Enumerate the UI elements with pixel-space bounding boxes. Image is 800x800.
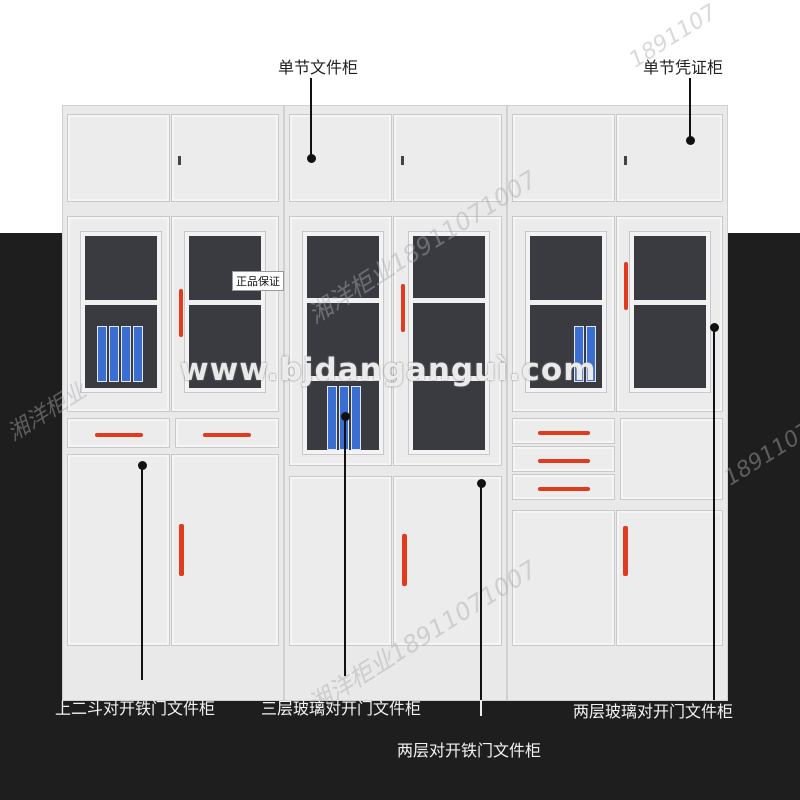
label-two-layer-iron-door: 两层对开铁门文件柜	[397, 741, 542, 760]
label-three-layer-glass-door: 三层玻璃对开门文件柜	[261, 699, 422, 718]
label-single-file-cabinet: 单节文件柜	[278, 58, 359, 77]
glass-pane	[409, 232, 489, 454]
glass-pane	[81, 232, 161, 392]
top-door-left	[289, 114, 392, 202]
door-handle	[401, 284, 405, 332]
callout-line	[689, 78, 691, 140]
label-two-layer-glass-door: 两层玻璃对开门文件柜	[573, 702, 734, 721]
drawer[interactable]	[512, 474, 615, 500]
door-handle	[179, 524, 184, 576]
top-door-left	[512, 114, 615, 202]
top-door-right	[171, 114, 279, 202]
door-handle	[624, 262, 628, 310]
lock-icon	[178, 156, 181, 165]
top-door-right	[393, 114, 502, 202]
drawer-handle	[538, 487, 590, 491]
iron-door-right	[393, 476, 502, 646]
website-watermark: www.bjdanganguì.com	[180, 352, 597, 388]
drawer[interactable]	[512, 418, 615, 444]
drawer-handle	[95, 433, 143, 437]
cabinet-set	[62, 105, 728, 701]
glass-pane	[630, 232, 710, 392]
callout-line	[141, 465, 143, 680]
lock-icon	[401, 156, 404, 165]
top-door-right	[616, 114, 723, 202]
glass-pane	[303, 232, 383, 454]
drawer[interactable]	[175, 418, 279, 448]
door-handle	[179, 289, 183, 337]
iron-door-right	[616, 510, 723, 646]
label-single-voucher-cabinet: 单节凭证柜	[643, 58, 724, 77]
iron-door-right	[171, 454, 279, 646]
callout-dot	[686, 136, 695, 145]
callout-line	[480, 483, 482, 700]
cabinet-unit-right	[507, 105, 728, 701]
iron-door-left	[512, 510, 615, 646]
door-handle	[402, 534, 407, 586]
drawer-handle	[203, 433, 251, 437]
voucher-door	[620, 418, 723, 500]
authentic-badge: 正品保证	[232, 271, 284, 291]
glass-pane	[526, 232, 606, 392]
top-door-left	[67, 114, 170, 202]
callout-line	[713, 327, 715, 700]
callout-line	[344, 416, 346, 676]
drawer-handle	[538, 459, 590, 463]
lock-icon	[624, 156, 627, 165]
callout-line	[480, 700, 482, 716]
iron-door-left	[67, 454, 170, 646]
door-handle	[623, 526, 628, 576]
callout-line	[310, 78, 312, 158]
drawer-handle	[538, 431, 590, 435]
label-two-drawer-iron-door: 上二斗对开铁门文件柜	[55, 699, 216, 718]
iron-door-left	[289, 476, 392, 646]
cabinet-unit-middle	[284, 105, 507, 701]
callout-dot	[307, 154, 316, 163]
cabinet-unit-left	[62, 105, 284, 701]
glass-pane	[185, 232, 265, 392]
watermark-text: 18911071007	[720, 388, 800, 492]
